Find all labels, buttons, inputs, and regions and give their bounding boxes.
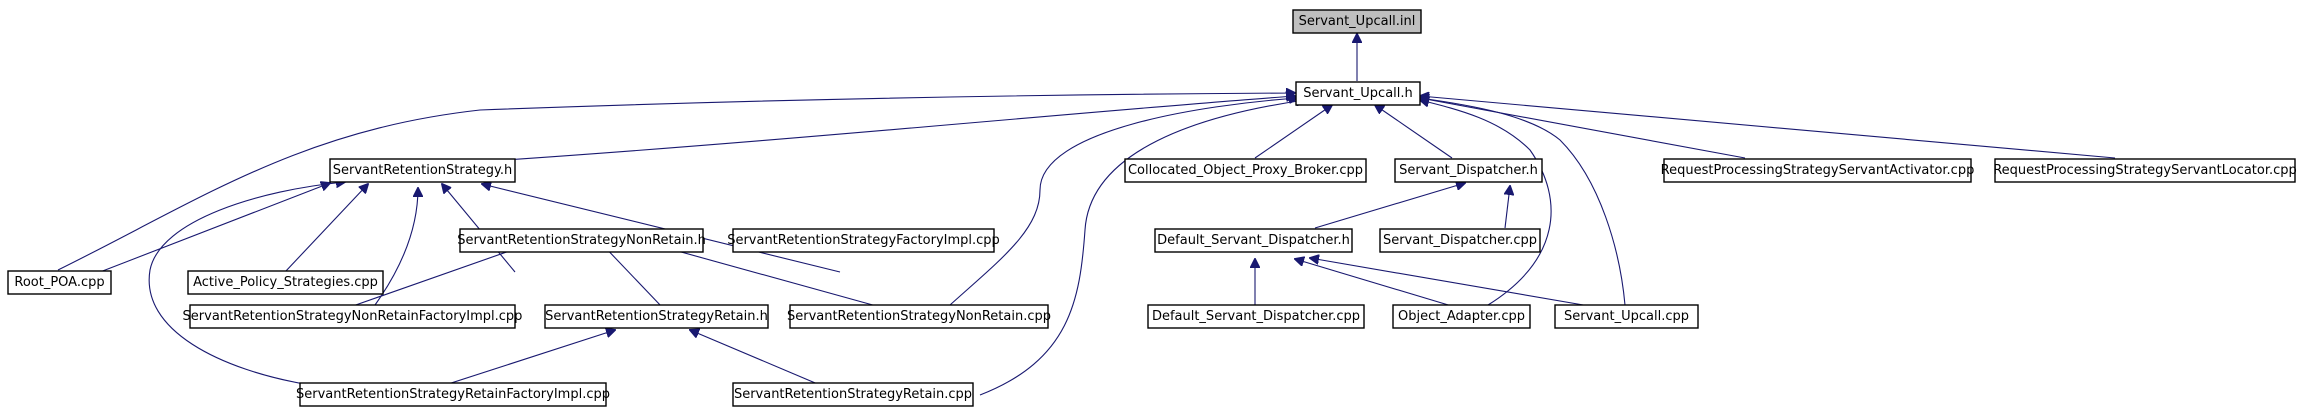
edge-servant-upcall-cpp-to-default-dispatcher-h — [1310, 258, 1596, 308]
edge-srs-nonretain-cpp-to-servant-upcall-h — [949, 98, 1298, 306]
node-label: Servant_Upcall.inl — [1299, 14, 1416, 29]
edge-active-policy-to-srs-h — [284, 184, 368, 273]
node-label: Object_Adapter.cpp — [1398, 309, 1525, 324]
edge-rps-servant-activator-to-servant-upcall-h — [1420, 98, 1746, 159]
node-label: RequestProcessingStrategyServantLocator.… — [1993, 163, 2297, 178]
node-root-poa-cpp[interactable]: Root_POA.cpp — [7, 270, 112, 295]
edge-servant-retention-strategy-h-to-servant-upcall-h — [504, 96, 1295, 161]
node-servant-retention-strategy-h[interactable]: ServantRetentionStrategy.h — [329, 158, 516, 183]
node-servant-dispatcher-h[interactable]: Servant_Dispatcher.h — [1394, 158, 1543, 183]
node-srs-retain-cpp[interactable]: ServantRetentionStrategyRetain.cpp — [732, 382, 974, 407]
node-srs-retain-factory-impl-cpp[interactable]: ServantRetentionStrategyRetainFactoryImp… — [296, 382, 610, 407]
edge-dispatcher-cpp-to-dispatcher-h — [1505, 186, 1510, 229]
node-label: ServantRetentionStrategyNonRetainFactory… — [183, 309, 523, 324]
node-label: Default_Servant_Dispatcher.h — [1157, 233, 1350, 248]
edge-object-adapter-to-servant-upcall-h — [1420, 100, 1552, 306]
node-label: ServantRetentionStrategyRetain.h — [545, 309, 768, 324]
node-label: Servant_Upcall.cpp — [1564, 309, 1689, 324]
node-srs-factory-impl-cpp[interactable]: ServantRetentionStrategyFactoryImpl.cpp — [727, 228, 1000, 253]
edges — [57, 34, 2116, 396]
edge-srs-retain-h-to-srs-nonretain-h — [600, 242, 663, 308]
node-collocated-object-proxy-broker-cpp[interactable]: Collocated_Object_Proxy_Broker.cpp — [1124, 158, 1367, 183]
nodes: Servant_Upcall.inl Servant_Upcall.h Serv… — [7, 9, 2297, 407]
node-default-servant-dispatcher-h[interactable]: Default_Servant_Dispatcher.h — [1154, 228, 1353, 253]
edge-srs-retain-factory-to-srs-retain-h — [444, 330, 615, 386]
edge-collocated-broker-to-servant-upcall-h — [1254, 105, 1332, 159]
edge-srs-factory-impl-to-srs-h — [482, 184, 841, 273]
node-servant-upcall-inl[interactable]: Servant_Upcall.inl — [1292, 9, 1422, 34]
node-label: Default_Servant_Dispatcher.cpp — [1152, 309, 1360, 324]
node-rps-servant-locator-cpp[interactable]: RequestProcessingStrategyServantLocator.… — [1993, 158, 2297, 183]
node-label: Servant_Upcall.h — [1303, 86, 1413, 101]
node-srs-nonretain-factory-impl-cpp[interactable]: ServantRetentionStrategyNonRetainFactory… — [183, 304, 523, 329]
node-servant-upcall-cpp[interactable]: Servant_Upcall.cpp — [1554, 304, 1699, 329]
node-rps-servant-activator-cpp[interactable]: RequestProcessingStrategyServantActivato… — [1661, 158, 1975, 183]
node-default-servant-dispatcher-cpp[interactable]: Default_Servant_Dispatcher.cpp — [1147, 304, 1365, 329]
node-label: ServantRetentionStrategyFactoryImpl.cpp — [727, 233, 1000, 248]
edge-default-dispatcher-h-to-dispatcher-h — [1314, 183, 1465, 229]
node-label: Collocated_Object_Proxy_Broker.cpp — [1128, 163, 1363, 178]
edge-srs-retain-factory-to-srs-h — [148, 182, 345, 386]
edge-srs-retain-cpp-to-servant-upcall-h — [979, 100, 1305, 396]
edge-srs-retain-cpp-to-srs-retain-h — [690, 330, 821, 386]
edge-servant-dispatcher-h-to-servant-upcall-h — [1375, 105, 1453, 159]
node-srs-nonretain-cpp[interactable]: ServantRetentionStrategyNonRetain.cpp — [787, 304, 1051, 329]
edge-root-poa-to-servant-upcall-h — [57, 93, 1295, 271]
node-label: ServantRetentionStrategyRetainFactoryImp… — [296, 387, 610, 402]
node-servant-dispatcher-cpp[interactable]: Servant_Dispatcher.cpp — [1379, 228, 1541, 253]
node-label: RequestProcessingStrategyServantActivato… — [1661, 163, 1975, 178]
edge-object-adapter-to-default-dispatcher-h — [1295, 259, 1456, 308]
node-label: ServantRetentionStrategy.h — [333, 163, 513, 178]
node-label: ServantRetentionStrategyNonRetain.h — [457, 233, 706, 248]
node-label: Servant_Dispatcher.h — [1399, 163, 1538, 178]
edge-srs-nonretain-cpp-to-srs-nonretain-h — [645, 242, 881, 308]
edge-rps-servant-locator-to-servant-upcall-h — [1420, 96, 2116, 159]
node-srs-nonretain-h[interactable]: ServantRetentionStrategyNonRetain.h — [457, 228, 706, 253]
edge-srs-nonretain-h-to-srs-h — [442, 184, 516, 273]
edge-root-poa-to-srs-h — [99, 183, 330, 273]
node-object-adapter-cpp[interactable]: Object_Adapter.cpp — [1392, 304, 1531, 329]
node-active-policy-strategies-cpp[interactable]: Active_Policy_Strategies.cpp — [187, 270, 384, 295]
edge-srs-nonretain-factory-to-srs-nonretain-h — [349, 242, 535, 308]
node-label: Servant_Dispatcher.cpp — [1383, 233, 1537, 248]
edge-servant-upcall-cpp-to-servant-upcall-h — [1420, 98, 1626, 306]
node-label: ServantRetentionStrategyRetain.cpp — [734, 387, 972, 402]
node-label: Active_Policy_Strategies.cpp — [193, 275, 378, 290]
node-srs-retain-h[interactable]: ServantRetentionStrategyRetain.h — [544, 304, 769, 329]
node-servant-upcall-h[interactable]: Servant_Upcall.h — [1295, 81, 1421, 106]
node-label: Root_POA.cpp — [14, 275, 104, 290]
node-label: ServantRetentionStrategyNonRetain.cpp — [787, 309, 1051, 324]
